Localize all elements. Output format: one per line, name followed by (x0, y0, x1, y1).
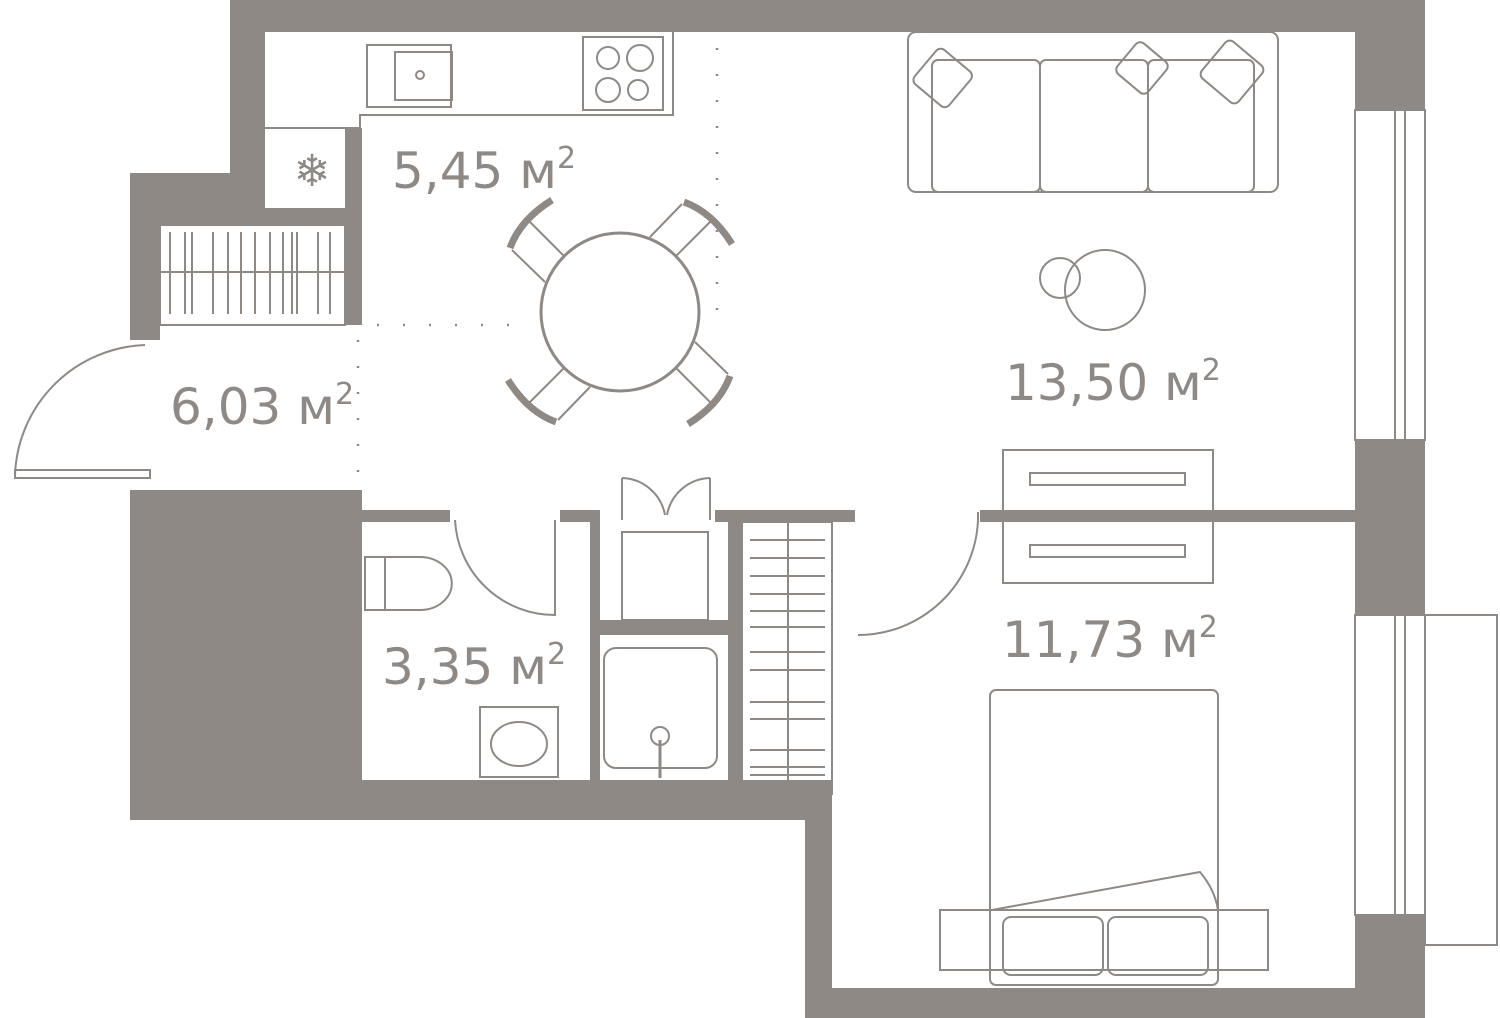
bathroom-area-label: 3,35 м2 (382, 637, 566, 696)
bathroom-fixtures (364, 531, 718, 778)
bedroom-area-label: 11,73 м2 (1002, 610, 1218, 669)
hall-area-label: 6,03 м2 (170, 377, 354, 436)
dining-table (508, 197, 732, 424)
washing-machine-icon (621, 531, 709, 621)
washbasin-icon (479, 706, 559, 778)
living-room-area-label: 13,50 м2 (1005, 353, 1221, 412)
kitchen-area-label: 5,45 м2 (392, 141, 576, 200)
windows (1354, 109, 1498, 946)
sofa (907, 31, 1279, 193)
coffee-table (1039, 249, 1146, 331)
toilet-icon (364, 556, 453, 611)
entrance-door (14, 344, 151, 479)
interior-doors (454, 477, 979, 637)
wardrobe (741, 521, 833, 795)
walls (130, 0, 1425, 1018)
stove-icon (582, 36, 664, 111)
bed (939, 689, 1269, 986)
zone-dividers (356, 48, 719, 505)
kitchen-counter: ❄ (265, 32, 674, 196)
dresser (1002, 449, 1214, 584)
fridge-snowflake-icon: ❄ (294, 147, 331, 196)
sink-icon (366, 44, 452, 108)
hall-closet (159, 224, 346, 326)
